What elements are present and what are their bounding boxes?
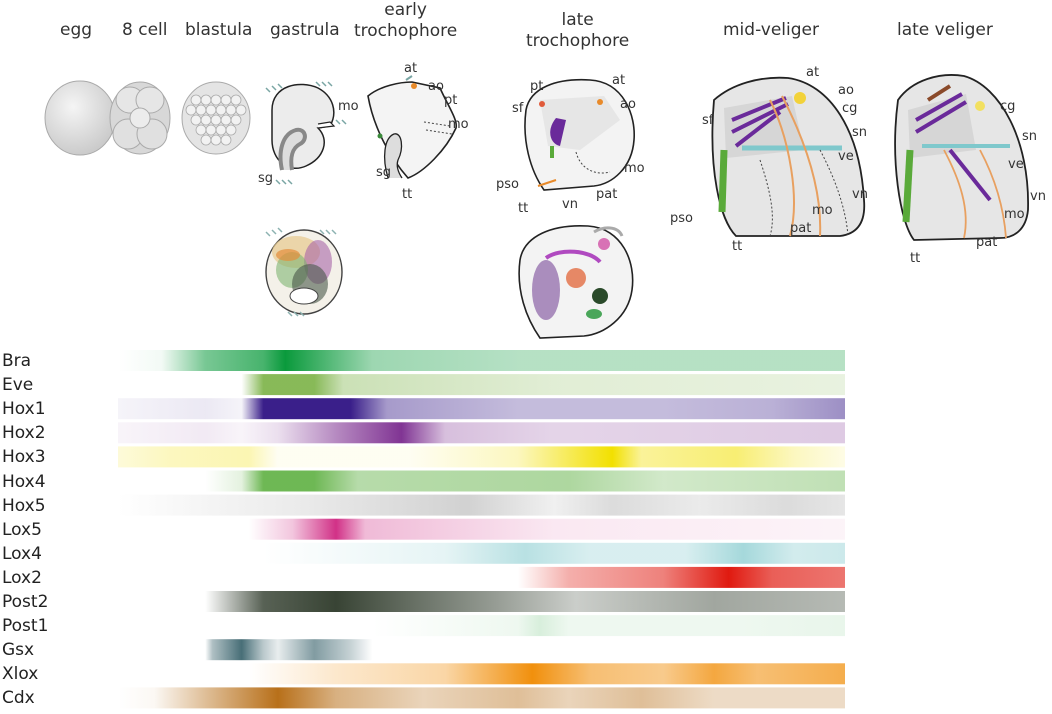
gene-label-hox4: Hox4 bbox=[2, 471, 46, 492]
annotation-mv-ao: ao bbox=[838, 83, 854, 98]
expression-bar-hox4 bbox=[118, 470, 845, 492]
annotation-gastrula-mo: mo bbox=[338, 99, 359, 114]
annotation-lv-ve: ve bbox=[1008, 157, 1024, 172]
annotation-et-sg: sg bbox=[376, 165, 391, 180]
expression-bar-lox4 bbox=[118, 542, 845, 564]
annotation-lt-pt: pt bbox=[530, 79, 543, 94]
eight-cell-drawing bbox=[109, 81, 171, 155]
annotation-lv-tt: tt bbox=[910, 251, 920, 266]
late-veliger-drawing: cg sn ve vn mo pat tt bbox=[894, 74, 1046, 266]
annotation-mv-pat: pat bbox=[790, 221, 811, 236]
annotation-lt-tt: tt bbox=[518, 201, 528, 216]
annotation-et-pt: pt bbox=[444, 93, 457, 108]
stage-label-late-veliger: late veliger bbox=[897, 20, 993, 40]
annotation-lt-pat: pat bbox=[596, 187, 617, 202]
gene-label-hox2: Hox2 bbox=[2, 423, 46, 444]
gene-label-lox2: Lox2 bbox=[2, 567, 42, 588]
expression-bar-bra bbox=[118, 350, 845, 371]
annotation-lv-sn: sn bbox=[1022, 129, 1037, 144]
annotation-et-ao: ao bbox=[428, 79, 444, 94]
gene-label-hox1: Hox1 bbox=[2, 399, 46, 420]
annotation-lt-at: at bbox=[612, 73, 625, 88]
annotation-mv-mo: mo bbox=[812, 203, 833, 218]
gene-label-gsx: Gsx bbox=[2, 640, 35, 661]
annotation-lv-mo: mo bbox=[1004, 207, 1025, 222]
expression-bar-post1 bbox=[118, 615, 845, 637]
gene-label-post2: Post2 bbox=[2, 592, 49, 612]
expression-bar-hox3 bbox=[118, 446, 845, 468]
early-trochophore-drawing: at ao pt mo sg tt bbox=[367, 61, 469, 202]
expression-bar-lox2 bbox=[118, 566, 845, 588]
gene-label-xlox: Xlox bbox=[2, 664, 39, 685]
annotation-lt-sf: sf bbox=[512, 101, 524, 116]
annotation-lv-pat: pat bbox=[976, 235, 997, 250]
annotation-mv-ve: ve bbox=[838, 149, 854, 164]
annotation-mv-sf: sf bbox=[702, 113, 714, 128]
annotation-lv-vn: vn bbox=[1030, 189, 1046, 204]
annotation-mv-cg: cg bbox=[842, 101, 857, 116]
annotation-mv-sn: sn bbox=[852, 125, 867, 140]
late-trochophore-expression-drawing bbox=[518, 225, 634, 339]
annotation-lt-mo: mo bbox=[624, 161, 645, 176]
annotation-et-at: at bbox=[404, 61, 417, 76]
annotation-et-mo: mo bbox=[448, 117, 469, 132]
annotation-et-tt: tt bbox=[402, 187, 412, 202]
expression-bar-hox1 bbox=[118, 398, 845, 420]
late-trochophore-drawing: pt at sf ao mo pso vn pat tt bbox=[496, 73, 645, 216]
expression-bar-post2 bbox=[118, 591, 845, 612]
annotation-mv-vn: vn bbox=[852, 187, 868, 202]
expression-bar-hox2 bbox=[118, 422, 845, 444]
expression-bar-xlox bbox=[118, 663, 845, 685]
gene-label-hox5: Hox5 bbox=[2, 495, 46, 516]
gene-label-post1: Post1 bbox=[2, 616, 49, 637]
expression-bar-gsx bbox=[118, 639, 845, 661]
annotation-gastrula-sg: sg bbox=[258, 171, 273, 186]
gastrula-drawing: mo sg bbox=[258, 81, 359, 186]
expression-bar-eve bbox=[118, 374, 845, 396]
mid-veliger-drawing: at ao cg sf sn ve vn pso mo pat tt bbox=[670, 65, 868, 254]
blastula-drawing bbox=[181, 81, 251, 155]
gene-label-lox4: Lox4 bbox=[2, 543, 42, 564]
annotation-lt-pso: pso bbox=[496, 177, 519, 192]
gastrula-expression-drawing bbox=[265, 227, 343, 317]
stage-label-8cell: 8 cell bbox=[122, 20, 168, 40]
gene-label-bra: Bra bbox=[2, 351, 32, 371]
annotation-mv-at: at bbox=[806, 65, 819, 80]
gene-label-hox3: Hox3 bbox=[2, 447, 46, 468]
stage-label-gastrula: gastrula bbox=[270, 20, 340, 40]
annotation-lt-vn: vn bbox=[562, 197, 578, 212]
expression-bar-hox5 bbox=[118, 494, 845, 516]
larval-stage-illustrations: mo sg at ao pt mo sg bbox=[44, 61, 1046, 339]
gene-label-lox5: Lox5 bbox=[2, 519, 42, 540]
stage-label-blastula: blastula bbox=[185, 20, 253, 40]
gene-label-cdx: Cdx bbox=[2, 688, 35, 709]
expression-bar-lox5 bbox=[118, 518, 845, 540]
gene-label-eve: Eve bbox=[2, 375, 34, 396]
annotation-mv-tt: tt bbox=[732, 239, 742, 254]
expression-bar-cdx bbox=[118, 687, 845, 709]
stage-label-mid-veliger: mid-veliger bbox=[723, 20, 819, 40]
stage-label-egg: egg bbox=[60, 20, 93, 40]
annotation-lt-ao: ao bbox=[620, 97, 636, 112]
annotation-mv-pso: pso bbox=[670, 211, 693, 226]
annotation-lv-cg: cg bbox=[1000, 99, 1015, 114]
